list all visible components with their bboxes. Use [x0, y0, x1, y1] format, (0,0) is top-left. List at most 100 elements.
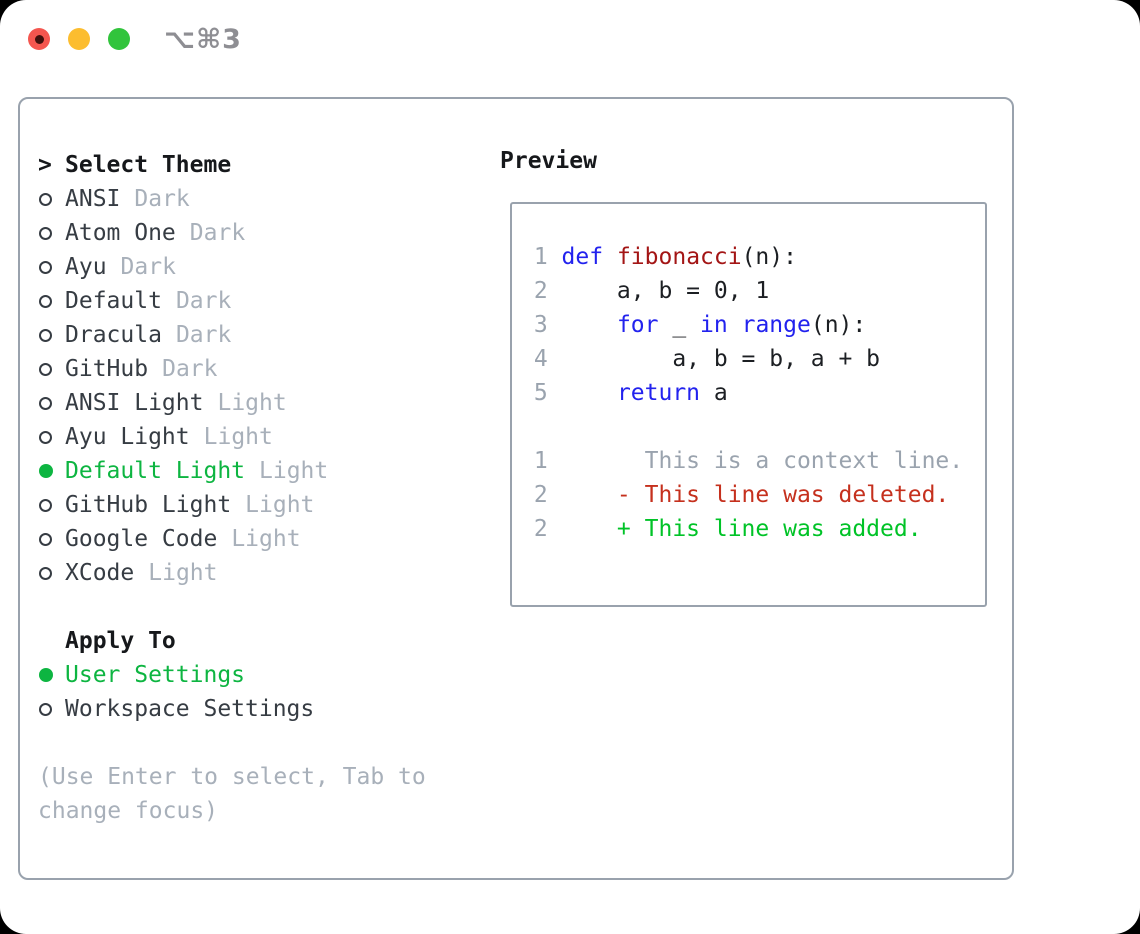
line-number: 2	[520, 278, 562, 304]
theme-variant: Dark	[175, 288, 232, 314]
code-segment: return	[616, 380, 701, 406]
theme-variant: Dark	[189, 220, 246, 246]
radio-selected-icon	[39, 668, 53, 682]
code-segment	[562, 312, 617, 338]
keyboard-shortcut-label: ⌥⌘3	[164, 23, 242, 55]
radio-circle-icon	[39, 362, 52, 376]
theme-name: Default Light	[65, 458, 246, 484]
code-segment: in	[700, 312, 728, 338]
code-preview: 1 def fibonacci(n): 2 a, b = 0, 1 3 for …	[520, 244, 985, 550]
radio-marker	[38, 328, 65, 342]
radio-circle-icon	[39, 328, 52, 342]
theme-variant: Dark	[134, 186, 190, 212]
radio-circle-icon	[39, 396, 52, 410]
line-number: 4	[520, 346, 562, 372]
radio-marker	[38, 668, 65, 682]
zoom-button[interactable]	[108, 28, 130, 50]
select-theme-title: Select Theme	[65, 152, 232, 178]
radio-marker	[38, 396, 65, 410]
code-segment: for	[616, 312, 659, 338]
radio-marker	[38, 498, 65, 512]
minimize-button[interactable]	[68, 28, 90, 50]
close-button[interactable]	[28, 28, 50, 50]
theme-name: ANSI Light	[65, 390, 204, 416]
theme-variant: Light	[231, 526, 301, 552]
apply-to-title: Apply To	[65, 628, 176, 654]
radio-circle-icon	[39, 260, 52, 274]
theme-name: Default	[65, 288, 162, 314]
theme-option-default[interactable]: Default Dark	[38, 284, 470, 318]
code-segment: This is a context line.	[561, 448, 964, 474]
cursor-prefix-icon: >	[38, 152, 52, 178]
code-segment: range	[741, 312, 811, 338]
help-text: (Use Enter to select, Tab to change focu…	[38, 764, 426, 824]
code-line	[520, 414, 985, 448]
code-segment: + This line was added.	[561, 516, 922, 542]
theme-option-ansi-light[interactable]: ANSI Light Light	[38, 386, 470, 420]
radio-marker	[38, 226, 65, 240]
radio-circle-icon	[39, 566, 52, 580]
theme-variant: Dark	[162, 356, 218, 382]
code-line: 2 a, b = 0, 1	[520, 278, 985, 312]
theme-name: GitHub Light	[65, 492, 232, 518]
radio-marker	[38, 430, 65, 444]
code-segment: a, b = 0, 1	[561, 278, 770, 304]
line-number: 1	[520, 244, 562, 270]
theme-variant: Light	[217, 390, 287, 416]
close-dot-icon	[34, 34, 44, 44]
line-number: 1	[520, 448, 562, 474]
theme-variant: Light	[203, 424, 273, 450]
theme-option-default-light[interactable]: Default Light Light	[38, 454, 470, 488]
apply-option-label: Workspace Settings	[65, 696, 315, 722]
code-line: 1 def fibonacci(n):	[520, 244, 985, 278]
radio-marker	[38, 464, 65, 478]
line-number	[520, 414, 562, 440]
code-segment: a, b = b, a + b	[561, 346, 881, 372]
radio-marker	[38, 294, 65, 308]
theme-variant: Light	[148, 560, 218, 586]
apply-option-user-settings[interactable]: User Settings	[38, 658, 470, 692]
theme-variant: Dark	[175, 322, 232, 348]
titlebar: ⌥⌘3	[28, 24, 242, 55]
radio-marker	[38, 192, 65, 206]
radio-circle-icon	[39, 430, 52, 444]
radio-marker	[38, 532, 65, 546]
code-line: 4 a, b = b, a + b	[520, 346, 985, 380]
code-line: 5 return a	[520, 380, 985, 414]
code-segment: _	[658, 312, 701, 338]
apply-option-label: User Settings	[65, 662, 246, 688]
code-segment: a	[700, 380, 728, 406]
code-segment	[603, 244, 617, 270]
radio-marker	[38, 702, 65, 716]
radio-circle-icon	[39, 702, 52, 716]
line-number: 2	[520, 516, 562, 542]
line-number: 3	[520, 312, 562, 338]
theme-variant: Dark	[120, 254, 176, 280]
code-segment: def	[561, 244, 604, 270]
apply-option-workspace-settings[interactable]: Workspace Settings	[38, 692, 470, 726]
code-segment: fibonacci	[616, 244, 742, 270]
radio-circle-icon	[39, 498, 52, 512]
theme-variant: Light	[259, 458, 329, 484]
line-number: 2	[520, 482, 562, 508]
radio-circle-icon	[39, 294, 52, 308]
radio-marker	[38, 362, 65, 376]
code-segment	[728, 312, 742, 338]
code-line: 1 This is a context line.	[520, 448, 985, 482]
code-segment: (n):	[741, 244, 797, 270]
